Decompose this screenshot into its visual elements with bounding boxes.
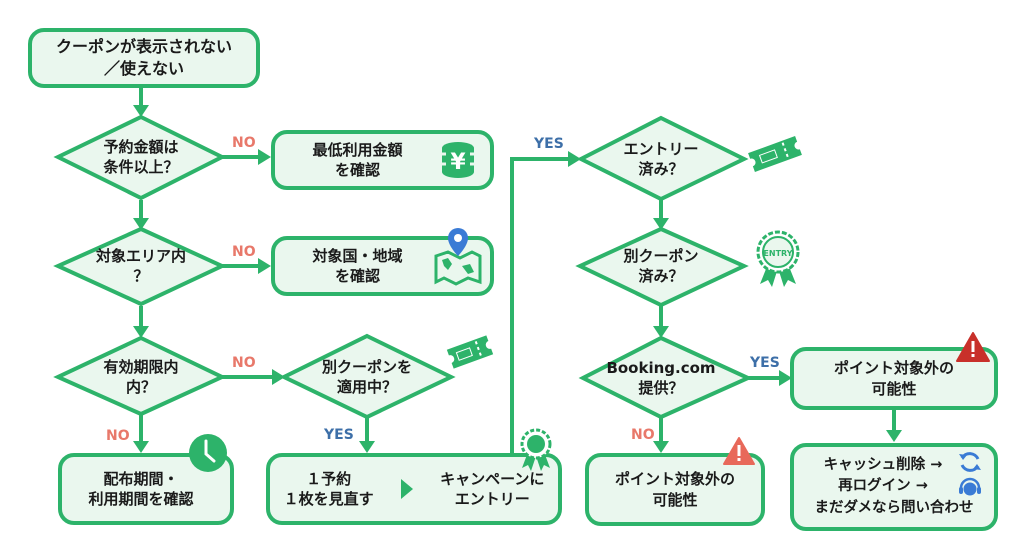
- decision-entry-done-text: エントリー 済み？: [623, 139, 699, 178]
- no-label-area: NO: [232, 244, 256, 260]
- arrowhead: [133, 441, 149, 453]
- coupon-ticket-icon: [446, 335, 494, 369]
- action-points-excluded-right-text: ポイント対象外の 可能性: [833, 359, 954, 398]
- warning-triangle-icon: [723, 437, 755, 465]
- next-step-arrow-icon: [400, 479, 413, 499]
- map-pin-icon: [434, 228, 482, 286]
- decision-amount-shape: [53, 114, 227, 201]
- award-ribbon-icon: [520, 428, 552, 471]
- arrowhead: [886, 430, 902, 442]
- final-step-2: 再ログイン →: [838, 478, 928, 495]
- arrowhead: [653, 218, 669, 230]
- start-text: クーポンが表示されない ／使えない: [55, 37, 232, 78]
- svg-text:¥: ¥: [450, 150, 466, 175]
- no-label-period-down: NO: [106, 428, 130, 444]
- decision-area-shape: [53, 226, 227, 307]
- connector-campaign-entry: [510, 157, 570, 462]
- decision-period-shape: [53, 335, 227, 417]
- refresh-icon: [959, 452, 981, 472]
- entry-badge-text: ENTRY: [763, 249, 792, 258]
- action-country-text: 対象国・地域 を確認: [312, 246, 403, 285]
- arrowhead: [359, 441, 375, 453]
- action-campaign-entry-text: キャンペーンに エントリー: [440, 469, 545, 508]
- arrowhead: [568, 151, 581, 167]
- decision-amount-text: 予約金額は 条件以上？: [103, 137, 179, 176]
- action-entry-combo: １予約 １枚を見直す キャンペーンに エントリー: [266, 453, 562, 525]
- decision-entry-done-shape: [576, 115, 749, 202]
- arrowhead: [133, 218, 149, 230]
- action-points-excluded-left-text: ポイント対象外の 可能性: [614, 470, 735, 509]
- arrowhead: [272, 369, 285, 385]
- clock-icon: [189, 434, 227, 472]
- yen-coin-icon: ¥: [440, 142, 476, 178]
- arrowhead: [653, 326, 669, 338]
- decision-other-coupon-text: 別クーポンを 適用中？: [321, 357, 412, 396]
- decision-other-coupon-done-text: 別クーポン 済み？: [623, 246, 699, 285]
- action-dist-period-text: 配布期間・ 利用期間を確認: [88, 469, 194, 508]
- yes-label-booking: YES: [750, 355, 780, 371]
- decision-other-coupon-done-shape: [575, 226, 749, 308]
- arrowhead: [133, 105, 149, 117]
- decision-booking-shape: [578, 335, 753, 420]
- no-label-booking: NO: [631, 427, 655, 443]
- decision-booking-text: Booking.com 提供？: [606, 358, 716, 397]
- action-min-amount-text: 最低利用金額 を確認: [312, 140, 403, 179]
- arrowhead: [258, 258, 271, 274]
- arrowhead: [258, 149, 271, 165]
- yes-label-other-coupon: YES: [324, 427, 354, 443]
- final-step-1: キャッシュ削除 →: [823, 457, 943, 474]
- headset-support-icon: [959, 477, 981, 496]
- final-step-3: まだダメなら問い合わせ: [814, 499, 974, 516]
- action-one-per-booking-text: １予約 １枚を見直す: [283, 469, 374, 508]
- decision-area-text: 対象エリア内 ？: [95, 246, 186, 285]
- no-label-amount: NO: [232, 135, 256, 151]
- action-points-excluded-right: ポイント対象外の 可能性: [790, 347, 998, 410]
- start-node: クーポンが表示されない ／使えない: [28, 28, 260, 88]
- yes-label-entry: YES: [534, 136, 564, 152]
- no-label-period: NO: [232, 355, 256, 371]
- arrowhead: [653, 441, 669, 453]
- coupon-ticket-icon: [748, 136, 802, 172]
- action-points-excluded-left: ポイント対象外の 可能性: [585, 453, 765, 526]
- arrowhead: [133, 326, 149, 338]
- decision-period-text: 有効期限内 内？: [103, 357, 179, 396]
- warning-triangle-icon: [956, 332, 990, 362]
- award-ribbon-icon: ENTRY: [756, 230, 800, 287]
- arrowhead: [779, 370, 792, 386]
- decision-other-coupon-shape: [279, 333, 456, 420]
